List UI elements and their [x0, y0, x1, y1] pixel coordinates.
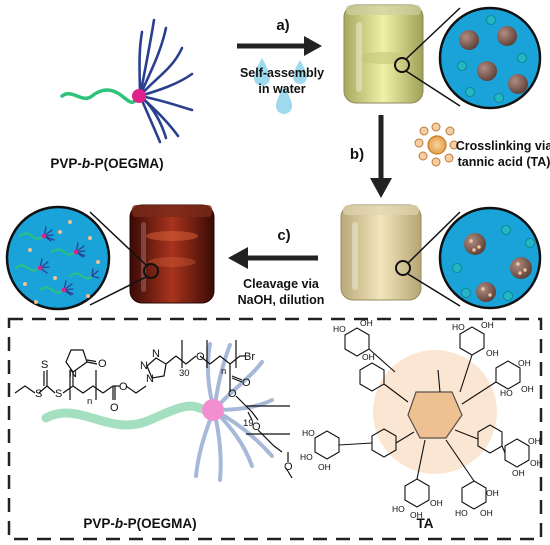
vial-2-cream — [340, 204, 422, 301]
vial-1-yellow — [343, 4, 424, 104]
svg-text:O: O — [196, 351, 205, 363]
svg-text:OH: OH — [410, 510, 423, 520]
pvp-oegma-structure: S S S O N O O N N N O Br O O O O n n 30 … — [14, 340, 293, 482]
step-a-text-2: in water — [258, 82, 305, 96]
svg-text:OH: OH — [530, 458, 543, 468]
svg-text:OH: OH — [481, 320, 494, 330]
oegma-brush — [138, 18, 194, 144]
svg-text:N: N — [146, 373, 154, 385]
svg-text:HO: HO — [455, 508, 468, 518]
zoom-view-micelles — [438, 6, 542, 110]
pvp-structure-label: PVP-b-P(OEGMA) — [83, 516, 196, 531]
svg-text:O: O — [284, 461, 293, 473]
svg-text:N: N — [152, 348, 160, 360]
svg-text:S: S — [55, 388, 62, 400]
tannic-acid-structure: HO OH OH HO OH OH OH OH HO HO HO OH OH OH OH HO OH O… — [300, 318, 543, 520]
svg-text:OH: OH — [512, 468, 525, 478]
ta-structure-label: TA — [417, 516, 434, 531]
zoom-ring-3 — [143, 263, 159, 279]
svg-text:N: N — [140, 360, 148, 372]
svg-text:OH: OH — [528, 436, 541, 446]
junction-bead — [132, 89, 146, 103]
zoom-view-crosslinked — [438, 206, 542, 310]
svg-text:O: O — [98, 358, 107, 370]
svg-text:HO: HO — [333, 324, 346, 334]
svg-text:HO: HO — [500, 388, 513, 398]
svg-text:19: 19 — [243, 418, 254, 429]
pvp-chain — [60, 88, 140, 104]
step-a-text-1: Self-assembly — [240, 66, 324, 80]
block-copolymer-icon — [60, 18, 194, 144]
zoom-ring-1 — [394, 57, 410, 73]
svg-text:HO: HO — [392, 504, 405, 514]
step-b-text-1: Crosslinking via — [456, 139, 550, 153]
svg-text:OH: OH — [360, 318, 373, 328]
svg-text:Br: Br — [244, 351, 255, 363]
svg-text:O: O — [242, 377, 251, 389]
svg-text:n: n — [221, 366, 226, 377]
step-c-text-2: NaOH, dilution — [238, 293, 325, 307]
svg-text:n: n — [87, 396, 92, 407]
step-b-text-2: tannic acid (TA) — [458, 155, 550, 169]
arrow-a — [237, 36, 322, 56]
svg-text:O: O — [110, 402, 119, 414]
polymer-label-top: PVP-b-P(OEGMA) — [50, 156, 163, 171]
step-b-letter: b) — [350, 146, 364, 163]
svg-text:OH: OH — [518, 358, 531, 368]
svg-text:O: O — [119, 381, 128, 393]
step-c-letter: c) — [277, 227, 290, 244]
arrow-b — [370, 115, 392, 198]
svg-text:S: S — [41, 359, 48, 371]
svg-text:30: 30 — [179, 368, 190, 379]
step-a-letter: a) — [276, 17, 289, 34]
svg-text:HO: HO — [452, 322, 465, 332]
water-drops-icon — [254, 58, 307, 114]
zoom-view-unimers — [5, 205, 111, 311]
svg-text:HO: HO — [302, 428, 315, 438]
tannic-acid-icon — [414, 122, 459, 167]
step-c-text-1: Cleavage via — [243, 277, 320, 291]
svg-text:OH: OH — [521, 384, 534, 394]
svg-text:O: O — [228, 388, 237, 400]
svg-text:O: O — [252, 421, 261, 433]
svg-text:OH: OH — [362, 352, 375, 362]
svg-text:OH: OH — [480, 508, 493, 518]
svg-text:N: N — [69, 368, 77, 380]
svg-text:OH: OH — [318, 462, 331, 472]
svg-text:OH: OH — [430, 498, 443, 508]
svg-text:OH: OH — [486, 348, 499, 358]
arrow-c — [228, 247, 318, 269]
vial-3-red — [129, 204, 215, 304]
svg-text:OH: OH — [486, 488, 499, 498]
structures-box — [7, 317, 543, 541]
zoom-ring-2 — [395, 260, 411, 276]
svg-text:HO: HO — [300, 452, 313, 462]
svg-text:S: S — [35, 388, 42, 400]
